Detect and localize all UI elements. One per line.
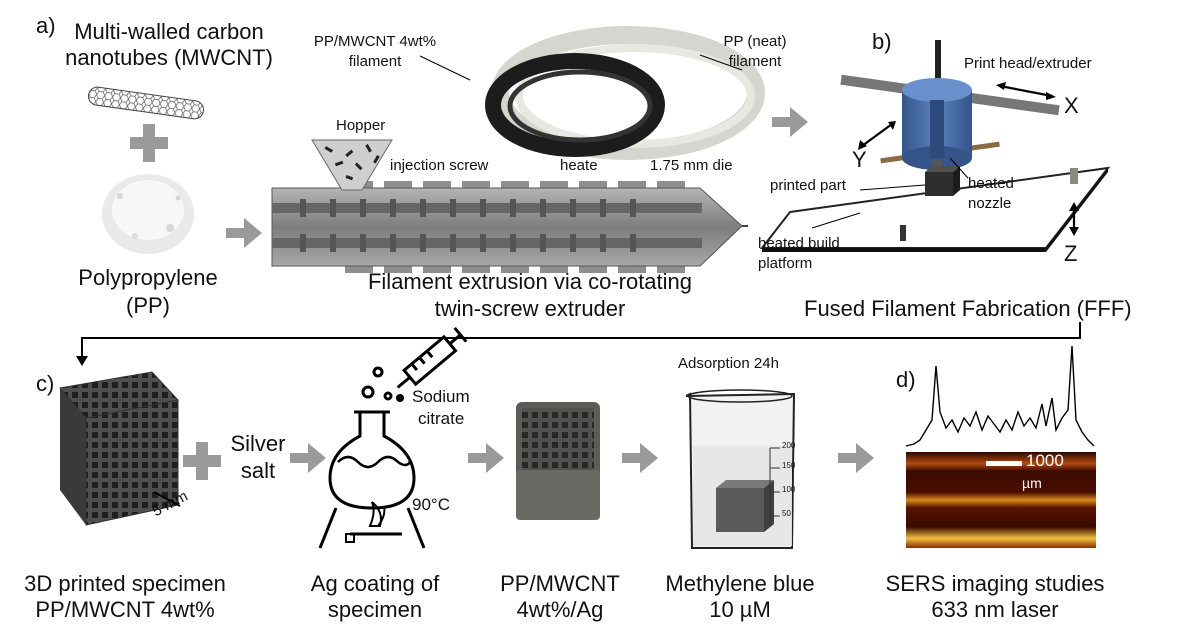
flask-icon bbox=[318, 366, 426, 549]
platform-label-line2: platform bbox=[758, 255, 813, 272]
neat-filament-line2: filament bbox=[728, 53, 782, 70]
neat-filament-line1: PP (neat) bbox=[723, 33, 787, 50]
caption-ag-line2: 4wt%/Ag bbox=[516, 597, 604, 622]
silver-salt-line1: Silver bbox=[230, 431, 286, 456]
composite-leader bbox=[419, 55, 471, 81]
silver-salt-line2: salt bbox=[240, 458, 276, 483]
arrow-right-icon bbox=[838, 443, 874, 473]
platform-label-line1: heated build bbox=[758, 235, 840, 252]
caption-coating-line2: specimen bbox=[327, 597, 423, 622]
plus-icon bbox=[183, 442, 221, 480]
arrow-right-icon bbox=[468, 443, 504, 473]
composite-filament-line1: PP/MWCNT 4wt% bbox=[313, 33, 437, 50]
panel-label-b: b) bbox=[872, 29, 892, 54]
connector-line bbox=[81, 322, 1081, 358]
pp-powder bbox=[102, 174, 194, 254]
beaker-tick-150: 150 bbox=[782, 461, 796, 470]
mwcnt-tube bbox=[87, 86, 205, 120]
map-scale-unit: µm bbox=[1022, 475, 1042, 491]
citrate-line1: Sodium bbox=[412, 387, 470, 406]
map-scale-label: 1000 bbox=[1026, 451, 1064, 470]
axis-x-label: X bbox=[1064, 93, 1079, 118]
arrow-right-icon bbox=[290, 443, 326, 473]
beaker-icon bbox=[685, 389, 796, 549]
caption-sers-line2: 633 nm laser bbox=[931, 597, 1059, 622]
filament-coils bbox=[485, 26, 765, 160]
ag-specimen bbox=[516, 402, 600, 520]
neat-leader bbox=[699, 54, 743, 71]
nozzle-label-line1: heated bbox=[968, 175, 1014, 192]
panel-label-d: d) bbox=[896, 367, 916, 392]
mwcnt-label-line2: nanotubes (MWCNT) bbox=[65, 45, 273, 70]
beaker-tick-200: 200 bbox=[782, 441, 796, 450]
die-label: 1.75 mm die bbox=[650, 157, 733, 174]
screw-label: injection screw bbox=[390, 157, 489, 174]
extrusion-caption-line1: Filament extrusion via co-rotating bbox=[367, 269, 693, 294]
map-scale-bar bbox=[986, 461, 1022, 466]
printed-cube bbox=[59, 371, 179, 526]
scale-bar bbox=[153, 491, 181, 507]
caption-specimen-line1: 3D printed specimen bbox=[24, 571, 226, 596]
caption-sers-line1: SERS imaging studies bbox=[885, 571, 1105, 596]
plus-icon bbox=[130, 124, 168, 162]
axis-y-label: Y bbox=[852, 147, 867, 172]
fff-caption: Fused Filament Fabrication (FFF) bbox=[804, 296, 1132, 321]
adsorption-label: Adsorption 24h bbox=[678, 355, 779, 372]
caption-specimen-line2: PP/MWCNT 4wt% bbox=[35, 597, 215, 622]
sers-map bbox=[906, 452, 1096, 548]
pp-label-line1: Polypropylene bbox=[78, 265, 218, 290]
mwcnt-label-line1: Multi-walled carbon bbox=[74, 19, 264, 44]
heater-label: heate bbox=[560, 157, 598, 174]
hopper-label: Hopper bbox=[336, 117, 386, 134]
arrow-right-icon bbox=[772, 107, 808, 137]
sers-spectrum bbox=[905, 345, 1095, 447]
twin-screw-extruder bbox=[271, 139, 748, 273]
nozzle-label-line2: nozzle bbox=[968, 195, 1012, 212]
caption-mb-line1: Methylene blue bbox=[665, 571, 815, 596]
caption-coating-line1: Ag coating of bbox=[310, 571, 440, 596]
arrow-right-icon bbox=[622, 443, 658, 473]
arrow-down-icon bbox=[76, 356, 88, 366]
composite-filament-line2: filament bbox=[348, 53, 402, 70]
beaker-tick-100: 100 bbox=[782, 485, 796, 494]
axis-z-label: Z bbox=[1064, 241, 1078, 266]
syringe-icon bbox=[396, 326, 468, 389]
panel-label-c: c) bbox=[36, 371, 55, 396]
fff-printer bbox=[759, 40, 1111, 252]
printed-part-label: printed part bbox=[770, 177, 846, 194]
arrow-right-icon bbox=[226, 218, 262, 248]
pp-label-line2: (PP) bbox=[126, 293, 170, 318]
temperature-label: 90°C bbox=[412, 495, 450, 514]
caption-ag-line1: PP/MWCNT bbox=[500, 571, 620, 596]
caption-mb-line2: 10 µM bbox=[709, 597, 771, 622]
print-head-label: Print head/extruder bbox=[964, 55, 1092, 72]
panel-label-a: a) bbox=[36, 13, 56, 38]
beaker-tick-50: 50 bbox=[782, 509, 791, 518]
citrate-line2: citrate bbox=[418, 409, 465, 428]
extrusion-caption-line2: twin-screw extruder bbox=[434, 296, 626, 321]
drop-icon bbox=[396, 394, 404, 402]
